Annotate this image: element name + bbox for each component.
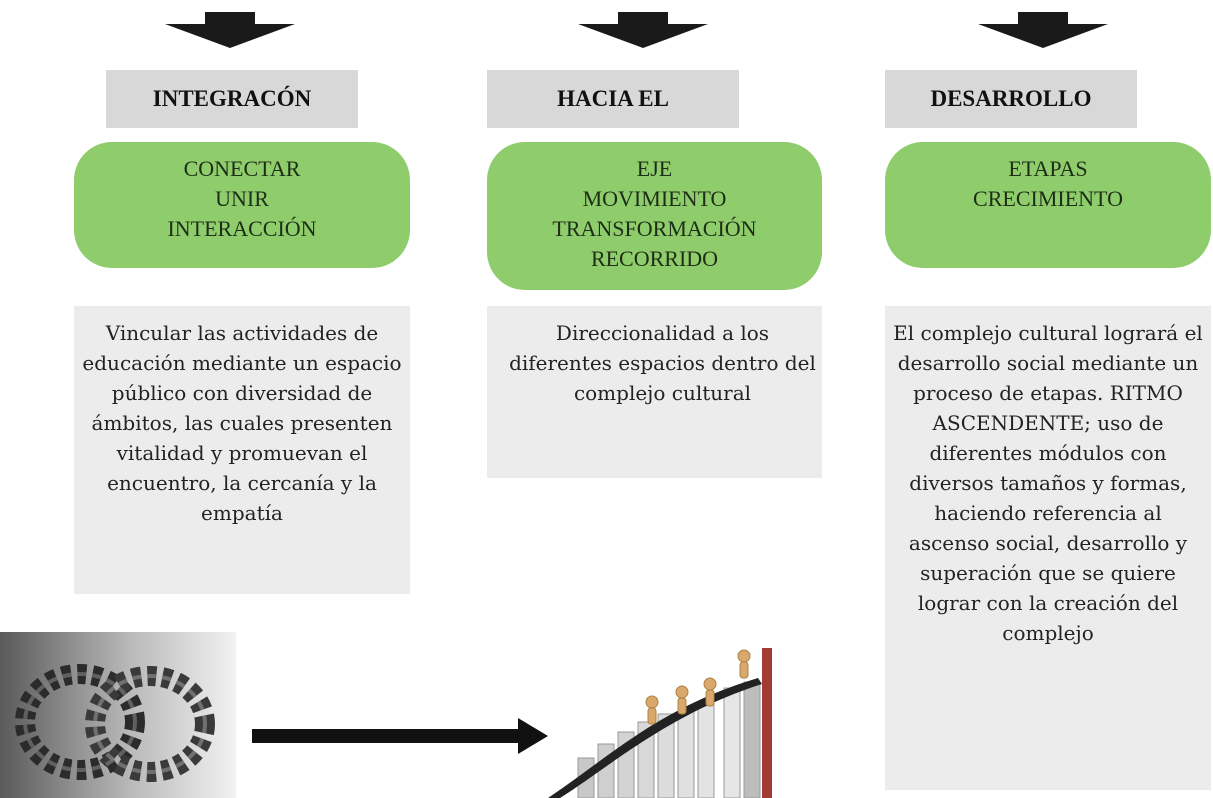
header-integracion: INTEGRACÓN: [106, 70, 358, 128]
climbing-chart-image: [548, 648, 772, 798]
keyword: EJE: [636, 156, 673, 181]
description-desarrollo: El complejo cultural logrará el desarrol…: [885, 306, 1211, 790]
keyword: MOVIMIENTO: [582, 186, 727, 211]
right-arrow-icon: [252, 718, 548, 754]
down-arrow-icon: [165, 12, 295, 48]
down-arrow-icon: [978, 12, 1108, 48]
header-hacia-el: HACIA EL: [487, 70, 739, 128]
keyword: CRECIMIENTO: [973, 186, 1123, 211]
keyword: CONECTAR: [183, 156, 301, 181]
keyword: INTERACCIÓN: [167, 216, 317, 241]
figures-circle-image: [0, 632, 236, 798]
keywords-pill-desarrollo: ETAPAS CRECIMIENTO: [885, 142, 1211, 268]
keyword: RECORRIDO: [590, 246, 719, 271]
keyword: ETAPAS: [1008, 156, 1088, 181]
keyword: UNIR: [215, 186, 269, 211]
header-desarrollo: DESARROLLO: [885, 70, 1137, 128]
description-integracion: Vincular las actividades de educación me…: [74, 306, 410, 594]
keywords-pill-hacia-el: EJE MOVIMIENTO TRANSFORMACIÓN RECORRIDO: [487, 142, 822, 290]
keywords-pill-integracion: CONECTAR UNIR INTERACCIÓN: [74, 142, 410, 268]
down-arrow-icon: [578, 12, 708, 48]
keyword: TRANSFORMACIÓN: [552, 216, 757, 241]
description-hacia-el: Direccionalidad a los diferentes espacio…: [487, 306, 822, 478]
